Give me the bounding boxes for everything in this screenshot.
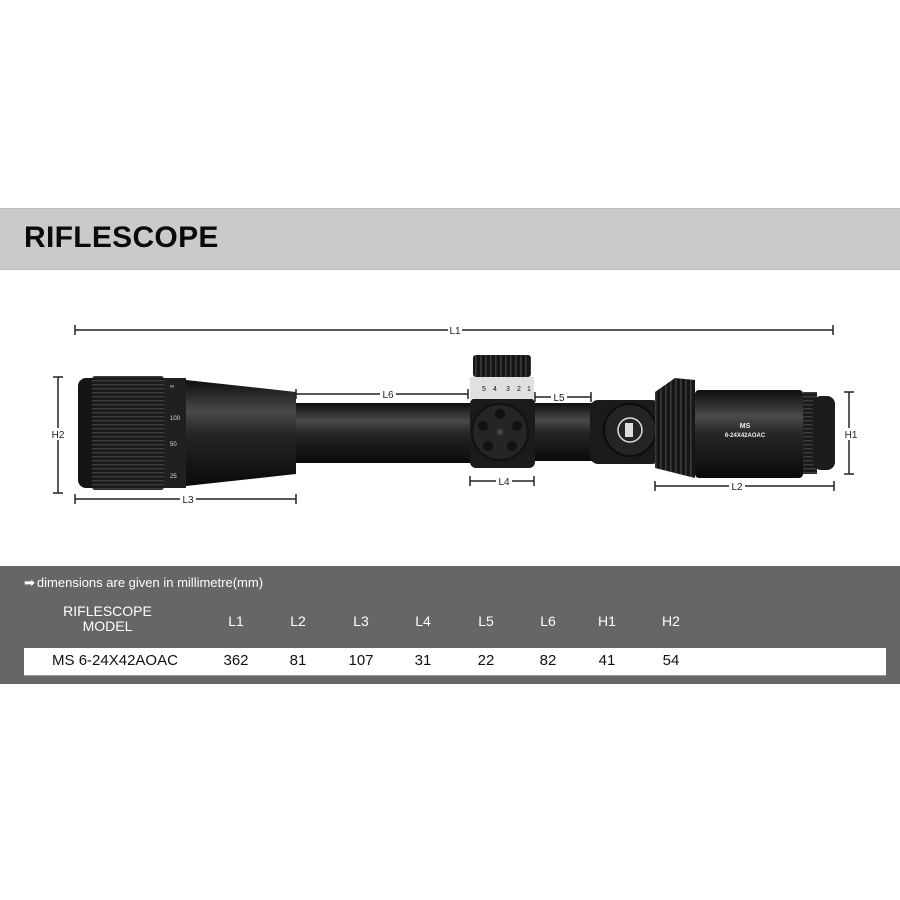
- dimension-l2: L2: [654, 480, 835, 493]
- turret-saddle: 5 4 3 2 1: [470, 355, 535, 468]
- svg-text:1: 1: [527, 386, 531, 393]
- svg-text:L3: L3: [182, 495, 194, 506]
- header-h2: H2: [662, 613, 680, 629]
- cell-l5: 22: [477, 652, 495, 669]
- svg-text:L1: L1: [449, 326, 461, 337]
- cell-h2: 54: [662, 652, 680, 669]
- svg-text:L4: L4: [498, 477, 510, 488]
- page-title: RIFLESCOPE: [24, 221, 219, 254]
- header-l4: L4: [415, 613, 431, 629]
- cell-l1: 362: [223, 652, 249, 669]
- dimension-l5: L5: [534, 391, 592, 404]
- dimension-h1: H1: [840, 391, 860, 475]
- header-l2: L2: [290, 613, 306, 629]
- svg-text:100: 100: [170, 416, 181, 422]
- main-tube-rear: [530, 403, 600, 461]
- objective-bell: ∞ 100 50 25: [78, 376, 296, 490]
- dimension-l3: L3: [74, 493, 297, 506]
- units-note: ➡dimensions are given in millimetre(mm): [24, 575, 264, 590]
- svg-text:5: 5: [482, 386, 486, 393]
- cell-l3: 107: [348, 652, 374, 669]
- riflescope-diagram: L1 ∞ 100 50 25 5 4 3 2: [0, 300, 900, 530]
- svg-text:L2: L2: [731, 482, 743, 493]
- svg-text:50: 50: [170, 442, 177, 448]
- eyepiece: MS 6-24X42AOAC: [655, 378, 835, 478]
- dimension-l1: L1: [74, 324, 834, 337]
- dimension-h2: H2: [48, 376, 68, 494]
- title-bar: RIFLESCOPE: [0, 208, 900, 270]
- dimension-l6: L6: [295, 388, 469, 401]
- svg-text:L5: L5: [553, 393, 565, 404]
- svg-text:∞: ∞: [170, 384, 174, 390]
- svg-text:3: 3: [506, 386, 510, 393]
- cell-l2: 81: [289, 652, 307, 669]
- header-h1: H1: [598, 613, 616, 629]
- svg-text:H2: H2: [52, 430, 65, 441]
- header-l5: L5: [478, 613, 494, 629]
- svg-text:H1: H1: [845, 430, 858, 441]
- right-arrow-icon: ➡: [24, 575, 35, 590]
- svg-text:L6: L6: [382, 390, 394, 401]
- cell-h1: 41: [598, 652, 616, 669]
- dimension-l4: L4: [469, 475, 535, 488]
- table-row: [24, 648, 886, 676]
- main-tube: [296, 403, 476, 463]
- header-l6: L6: [540, 613, 556, 629]
- cell-model: MS 6-24X42AOAC: [52, 652, 178, 669]
- svg-text:MS: MS: [740, 423, 751, 430]
- header-l3: L3: [353, 613, 369, 629]
- cell-l4: 31: [414, 652, 432, 669]
- svg-text:25: 25: [170, 474, 177, 480]
- cell-l6: 82: [539, 652, 557, 669]
- spec-panel: ➡dimensions are given in millimetre(mm) …: [0, 566, 900, 684]
- side-knob: [590, 400, 660, 464]
- header-l1: L1: [228, 613, 244, 629]
- header-model: RIFLESCOPE MODEL: [63, 603, 152, 634]
- svg-text:2: 2: [517, 386, 521, 393]
- svg-text:4: 4: [493, 386, 497, 393]
- svg-text:6-24X42AOAC: 6-24X42AOAC: [725, 433, 766, 439]
